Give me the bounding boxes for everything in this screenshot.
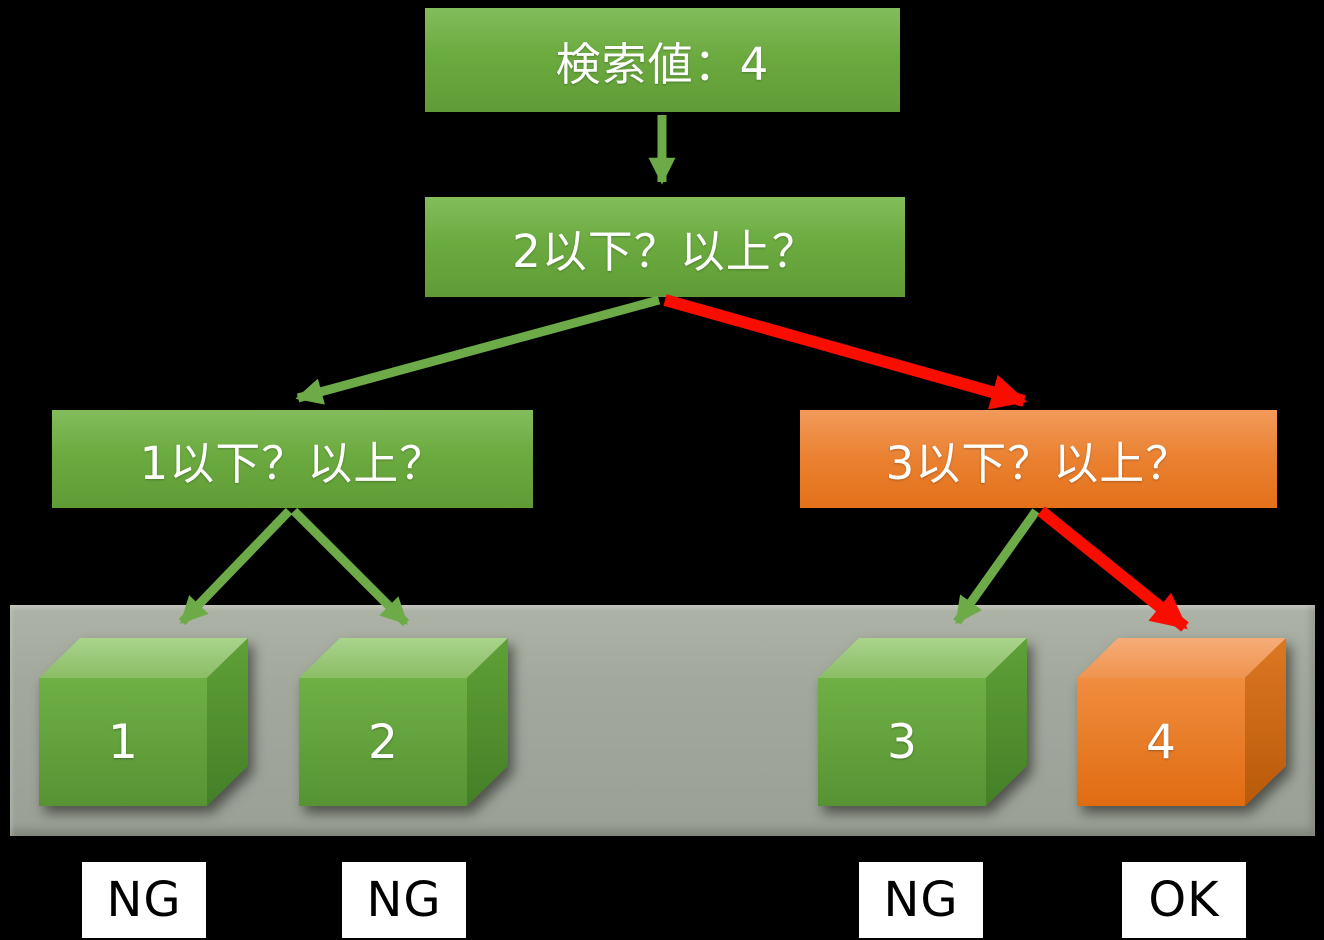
node-search-value: 検索値：4 <box>425 8 900 112</box>
arrow-d2-to-d1 <box>295 295 661 405</box>
cube-1: 1 <box>38 635 250 809</box>
cube-side-face <box>467 638 508 806</box>
cube-3-graphic <box>818 638 1027 806</box>
cube-top-face <box>299 638 508 678</box>
node-decision-2-label: 2以下？以上？ <box>512 224 818 278</box>
cube-side-face <box>1245 638 1286 806</box>
result-label-1: NG <box>82 862 206 938</box>
result-label-4-text: OK <box>1148 872 1220 928</box>
result-label-3-text: NG <box>883 872 959 928</box>
result-label-3: NG <box>859 862 983 938</box>
result-label-4: OK <box>1122 862 1246 938</box>
cube-4-value: 4 <box>1146 714 1176 770</box>
cube-top-face <box>818 638 1027 678</box>
result-label-2: NG <box>342 862 466 938</box>
cube-front-face <box>39 678 207 806</box>
cube-4-graphic <box>1077 638 1286 806</box>
cube-top-face <box>39 638 248 678</box>
arrow-d2-to-d3 <box>663 294 1028 410</box>
cube-front-face <box>1077 678 1245 806</box>
cube-2-graphic <box>299 638 508 806</box>
cube-1-graphic <box>39 638 248 806</box>
cube-top-face <box>1077 638 1286 678</box>
cube-2: 2 <box>298 635 510 809</box>
node-decision-2: 2以下？以上？ <box>425 197 905 297</box>
cube-4: 4 <box>1076 635 1288 809</box>
node-decision-3: 3以下？以上？ <box>800 410 1277 508</box>
cube-2-value: 2 <box>368 714 398 770</box>
node-search-label: 検索値：4 <box>555 37 770 91</box>
cube-front-face <box>818 678 986 806</box>
node-decision-1: 1以下？以上？ <box>52 410 533 508</box>
cube-3-value: 3 <box>887 714 917 770</box>
cube-3: 3 <box>817 635 1029 809</box>
cube-side-face <box>986 638 1027 806</box>
cube-side-face <box>207 638 248 806</box>
node-decision-1-label: 1以下？以上？ <box>139 436 446 490</box>
cube-front-face <box>299 678 467 806</box>
cube-1-value: 1 <box>108 714 138 770</box>
result-label-1-text: NG <box>106 872 182 928</box>
result-label-2-text: NG <box>366 872 442 928</box>
node-decision-3-label: 3以下？以上？ <box>885 436 1192 490</box>
